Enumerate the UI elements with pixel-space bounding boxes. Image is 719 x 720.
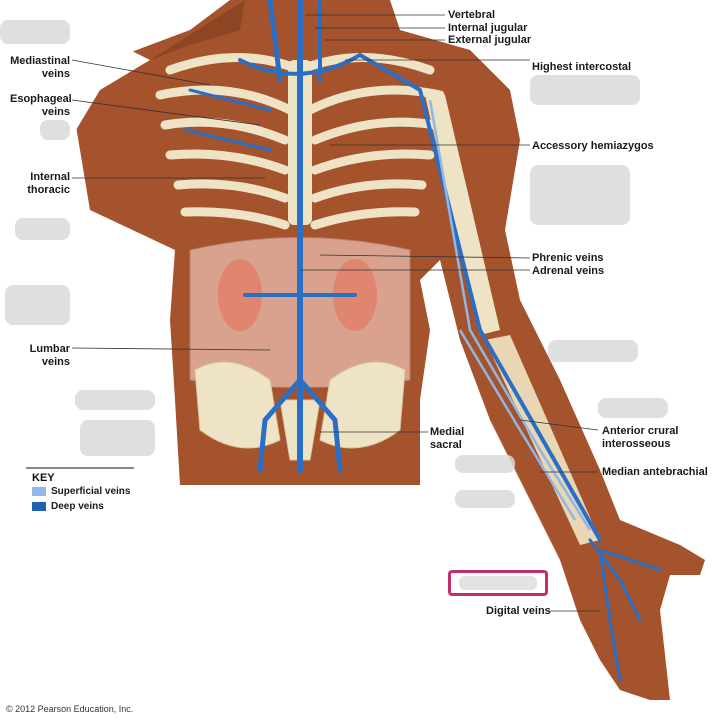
label-mediastinal-veins: Mediastinal veins — [10, 55, 70, 80]
label-anterior-crural-interosseous: Anterior crural interosseous — [602, 425, 679, 450]
label-adrenal-veins: Adrenal veins — [532, 265, 605, 277]
key-deep-row: Deep veins — [32, 501, 104, 513]
label-digital-veins: Digital veins — [486, 605, 551, 617]
superficial-veins — [428, 99, 592, 531]
legend-key: KEY Superficial veins Deep veins — [26, 467, 134, 515]
copyright-notice: © 2012 Pearson Education, Inc. — [6, 704, 134, 714]
blank-label-placeholder — [0, 20, 70, 44]
blank-label-placeholder — [40, 120, 70, 140]
highlighted-answer-box[interactable] — [448, 570, 548, 596]
leader-lines — [71, 14, 600, 612]
key-deep-label: Deep veins — [51, 501, 104, 512]
kidney-right-shape — [218, 259, 262, 331]
blank-label-placeholder — [455, 490, 515, 508]
humerus-bone — [425, 95, 500, 335]
blank-label-placeholder — [455, 455, 515, 473]
label-accessory-hemiazygos: Accessory hemiazygos — [532, 140, 654, 152]
key-title: KEY — [32, 472, 55, 484]
key-superficial-row: Superficial veins — [32, 486, 130, 498]
blank-label-placeholder — [598, 398, 668, 418]
label-vertebral: Vertebral — [448, 9, 496, 21]
label-medial-sacral: Medial sacral — [430, 426, 465, 451]
deep-swatch — [32, 501, 46, 511]
deep-veins — [183, 0, 662, 682]
blank-label-placeholder — [530, 75, 640, 105]
key-superficial-label: Superficial veins — [51, 486, 131, 497]
label-highest-intercostal: Highest intercostal — [532, 61, 632, 73]
blank-label-placeholder — [548, 340, 638, 362]
pelvis-bone — [194, 361, 406, 461]
label-median-antebrachial: Median antebrachial — [602, 466, 708, 478]
blank-label-placeholder — [80, 420, 155, 456]
label-internal-jugular: Internal jugular — [448, 22, 528, 34]
answer-placeholder — [459, 576, 537, 590]
blank-label-placeholder — [15, 218, 70, 240]
blank-label-placeholder — [5, 285, 70, 325]
label-external-jugular: External jugular — [448, 34, 532, 46]
label-phrenic-veins: Phrenic veins — [532, 252, 604, 264]
superficial-swatch — [32, 486, 46, 496]
rib-cage — [155, 53, 445, 230]
label-lumbar-veins: Lumbar veins — [29, 343, 70, 368]
blank-label-placeholder — [75, 390, 155, 410]
blank-label-placeholder — [530, 165, 630, 225]
label-internal-thoracic: Internal thoracic — [27, 171, 70, 196]
label-esophageal-veins: Esophageal veins — [10, 93, 72, 118]
